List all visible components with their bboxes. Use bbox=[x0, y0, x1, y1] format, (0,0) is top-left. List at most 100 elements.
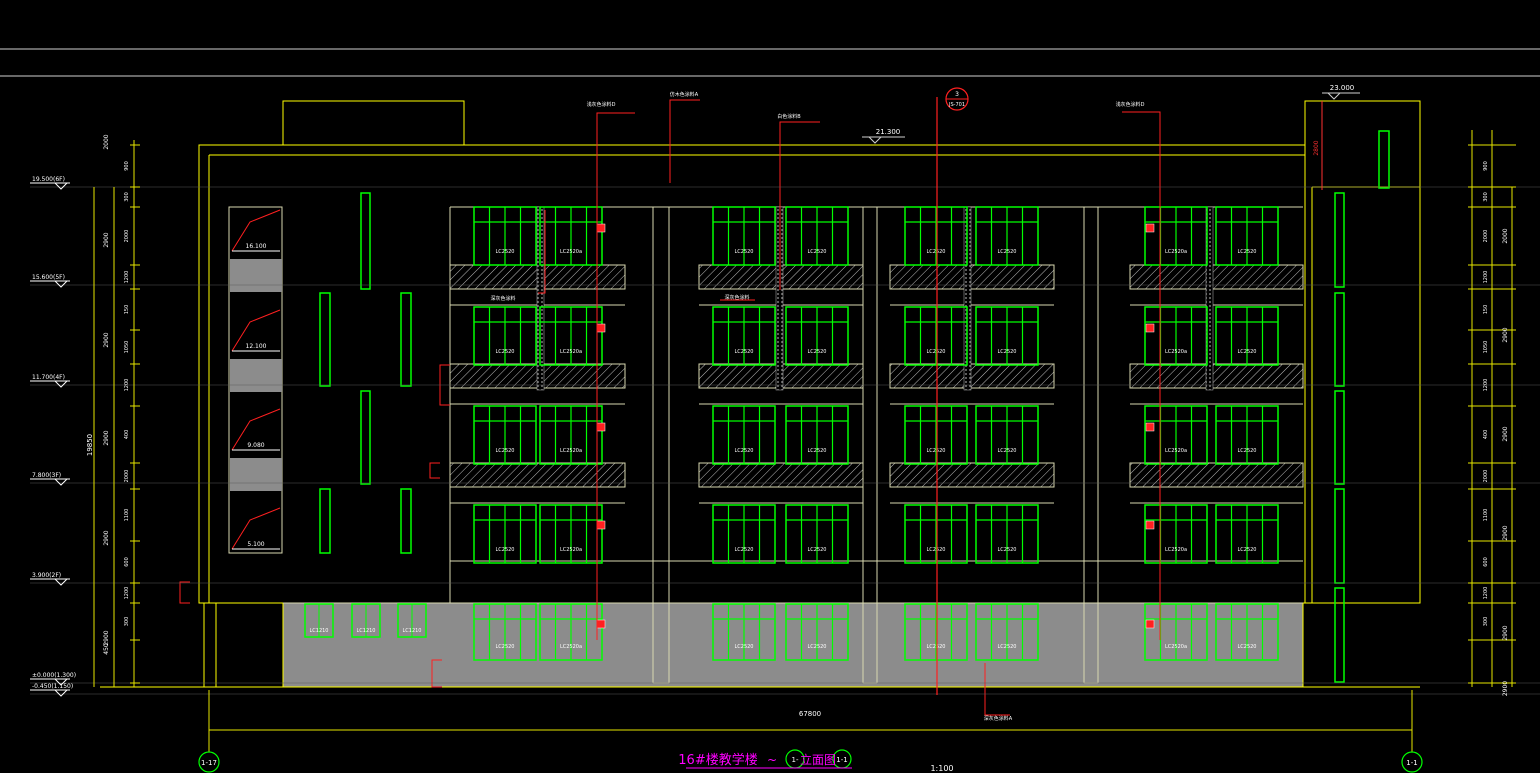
window-label: LC2520a bbox=[560, 249, 582, 255]
spandrel-hatch bbox=[698, 462, 864, 488]
downpipe-marker bbox=[1145, 323, 1155, 333]
level-dim: 2900 bbox=[103, 332, 110, 347]
dim-value: 1200 bbox=[1483, 587, 1489, 600]
dim-value: 300 bbox=[124, 617, 130, 627]
spandrel-hatch bbox=[1129, 264, 1304, 290]
stair-level: 5.100 bbox=[247, 541, 264, 548]
downpipe-marker bbox=[1145, 223, 1155, 233]
slot-window bbox=[1334, 488, 1345, 584]
level-label: 19.500(6F) bbox=[32, 176, 65, 183]
dim-value: 1200 bbox=[1483, 271, 1489, 284]
dim-value: 900 bbox=[124, 161, 130, 171]
spandrel-hatch bbox=[1129, 363, 1304, 389]
dim-value: 1100 bbox=[124, 509, 130, 522]
vertical-slot-windows bbox=[319, 130, 1390, 683]
level-dim-right: 2900 bbox=[1502, 625, 1509, 640]
stair-fill bbox=[230, 259, 282, 292]
roof-elevation: 21.300 bbox=[876, 128, 901, 136]
window-label: LC2520a bbox=[1165, 448, 1187, 454]
drawing-title: 16#楼教学楼 bbox=[678, 752, 757, 768]
slot-window bbox=[400, 292, 412, 387]
window-label: LC2520a bbox=[1165, 644, 1187, 650]
window-label: LC2520 bbox=[997, 547, 1016, 553]
window-label: LC2520 bbox=[926, 349, 945, 355]
slot-window bbox=[1334, 192, 1345, 288]
dim-value: 150 bbox=[124, 305, 130, 315]
roof-elevation-mark bbox=[862, 92, 1360, 144]
stair-run bbox=[231, 209, 281, 252]
dim-value: 1200 bbox=[124, 587, 130, 600]
axis-right-label: 1-1 bbox=[1406, 759, 1417, 767]
dim-value: 600 bbox=[1483, 557, 1489, 567]
material-note: 仿木色涂料A bbox=[670, 91, 699, 98]
level-dim-right: 2000 bbox=[1502, 228, 1509, 243]
leader bbox=[779, 121, 820, 290]
downpipe-marker bbox=[1145, 422, 1155, 432]
window-label: LC2520 bbox=[495, 349, 514, 355]
window-label: LC2520 bbox=[495, 644, 514, 650]
material-note: 深灰色涂料 bbox=[490, 295, 515, 302]
window-label: LC1210 bbox=[356, 628, 375, 634]
level-label: -0.450(1.150) bbox=[32, 683, 73, 690]
window-label: LC2520 bbox=[807, 547, 826, 553]
dim-value: 1200 bbox=[124, 271, 130, 284]
level-dim-right: 2900 bbox=[1502, 525, 1509, 540]
slot-window bbox=[319, 292, 331, 387]
window-label: LC2520 bbox=[495, 448, 514, 454]
downpipe-marker bbox=[1145, 619, 1155, 629]
section-mark-number: 3 bbox=[955, 91, 959, 98]
level-triangle bbox=[54, 578, 68, 586]
window-label: LC2520 bbox=[1237, 547, 1256, 553]
stair-run bbox=[231, 507, 281, 550]
window-label: LC2520 bbox=[926, 644, 945, 650]
slot-window bbox=[319, 488, 331, 554]
window-label: LC2520 bbox=[926, 249, 945, 255]
downpipe-marker bbox=[1145, 520, 1155, 530]
material-note: 深灰色涂料 bbox=[724, 294, 749, 301]
material-note: 白色涂料B bbox=[777, 113, 801, 120]
window-label: LC2520 bbox=[807, 249, 826, 255]
vertical-strip bbox=[1205, 206, 1214, 391]
window-label: LC2520 bbox=[807, 644, 826, 650]
window-label: LC2520 bbox=[997, 249, 1016, 255]
window-label: LC1210 bbox=[309, 628, 328, 634]
level-dim-right: 2900 bbox=[1502, 327, 1509, 342]
axis-left-label: 1-17 bbox=[201, 759, 217, 767]
dim-value: 900 bbox=[1483, 161, 1489, 171]
window-label: LC2520a bbox=[560, 547, 582, 553]
dim-value: 1050 bbox=[124, 341, 130, 354]
dim-value: 600 bbox=[124, 557, 130, 567]
drawing-scale: 1:100 bbox=[930, 764, 953, 773]
window-label: LC2520 bbox=[734, 547, 753, 553]
downpipe-marker bbox=[596, 323, 606, 333]
window-label: LC2520 bbox=[495, 547, 514, 553]
downpipe-marker bbox=[596, 619, 606, 629]
dim-value: 150 bbox=[1483, 305, 1489, 315]
dim-value: 2000 bbox=[1483, 230, 1489, 243]
level-triangle bbox=[54, 689, 68, 697]
level-triangle bbox=[54, 182, 68, 190]
slot-window bbox=[360, 390, 371, 485]
building-outline bbox=[100, 100, 1421, 688]
stair-fill bbox=[230, 359, 282, 392]
bracket bbox=[179, 581, 190, 604]
slot-window bbox=[1378, 130, 1390, 189]
leader bbox=[538, 210, 546, 294]
stair-level: 12.100 bbox=[246, 343, 267, 350]
level-triangle bbox=[54, 478, 68, 486]
level-label: 3.900(2F) bbox=[32, 572, 61, 579]
window-label: LC2520 bbox=[1237, 448, 1256, 454]
dim-value: 400 bbox=[1483, 430, 1489, 440]
spandrel-hatch bbox=[449, 462, 626, 488]
window-label: LC2520 bbox=[734, 249, 753, 255]
spandrel-hatch bbox=[889, 462, 1055, 488]
window-label: LC1210 bbox=[402, 628, 421, 634]
dim-value: 1200 bbox=[124, 379, 130, 392]
title-suffix: 立面图 bbox=[800, 752, 836, 767]
leader bbox=[984, 663, 1010, 716]
window-label: LC2520a bbox=[560, 644, 582, 650]
